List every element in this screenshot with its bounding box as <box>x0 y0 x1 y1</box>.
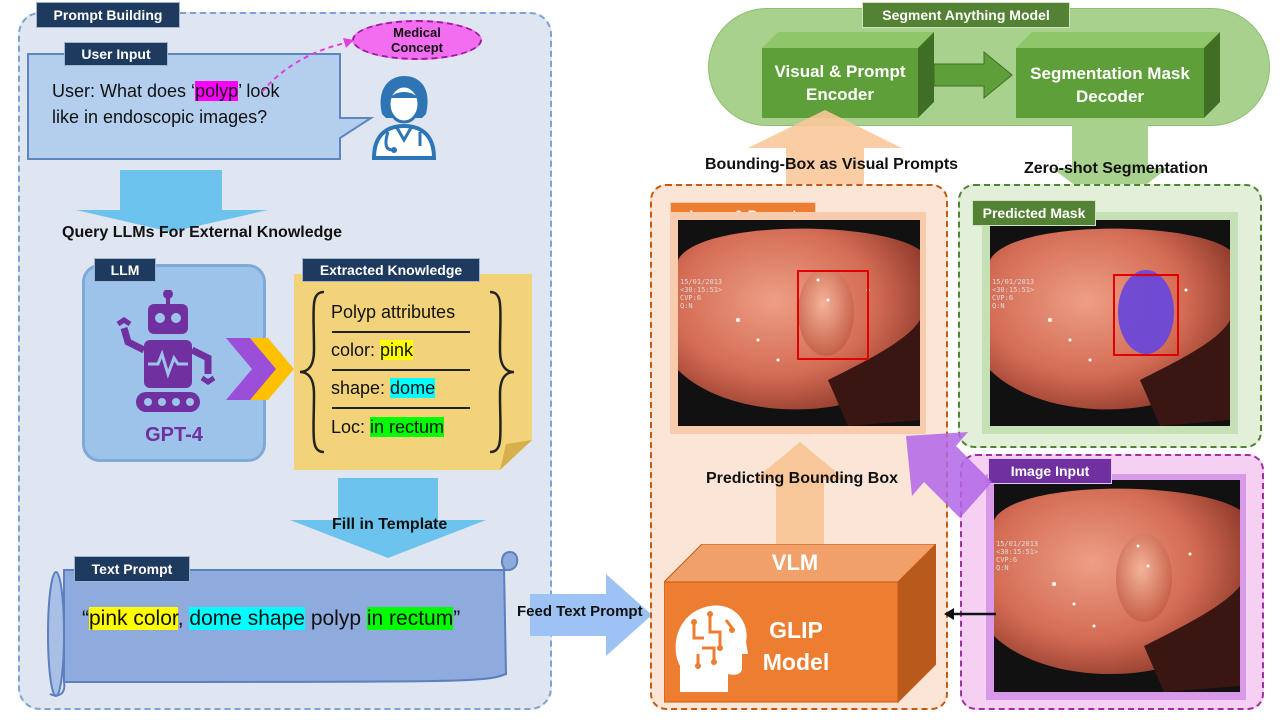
user-input-callout <box>27 53 375 160</box>
overlay-line: 15/01/2013 <box>992 278 1035 286</box>
polyp-highlight: polyp <box>195 81 239 101</box>
overlay-line: <30:15:51> <box>992 286 1035 294</box>
knowledge-title: Polyp attributes <box>331 302 456 322</box>
query-llms-label: Query LLMs For External Knowledge <box>62 224 343 241</box>
input-to-vlm-arrow <box>944 608 996 620</box>
knowledge-value: dome <box>390 378 436 398</box>
encoder-to-decoder-arrow <box>933 50 1013 100</box>
user-query-line2: like in endoscopic images? <box>52 107 268 127</box>
doctor-icon <box>371 76 437 160</box>
overlay-text: 15/01/2013 <30:15:51> CVP:6 Q:N <box>996 540 1038 572</box>
prompt-color-part: pink color <box>89 607 178 630</box>
overlay-line: CVP:6 <box>996 556 1018 564</box>
overlay-line: Q:N <box>680 302 693 310</box>
endoscopy-image-mask: 15/01/2013 <30:15:51> CVP:6 Q:N <box>990 220 1230 426</box>
knowledge-value: pink <box>380 340 414 360</box>
gpt4-label: GPT-4 <box>145 424 203 446</box>
overlay-text: 15/01/2013 <30:15:51> CVP:6 Q:N <box>992 278 1034 310</box>
brain-head-icon <box>675 605 748 692</box>
user-query-prefix: User: What does ‘ <box>52 81 196 101</box>
prompt-shape-part: dome shape <box>189 607 305 630</box>
overlay-line: Q:N <box>992 302 1005 310</box>
decoder-line1: Segmentation Mask <box>1030 64 1190 83</box>
predicted-mask-tag: Predicted Mask <box>972 200 1096 226</box>
knowledge-divider <box>332 369 470 371</box>
overlay-line: <30:15:51> <box>680 286 723 294</box>
prompt-location-part: in rectum <box>366 607 454 630</box>
overlay-text: 15/01/2013 <30:15:51> CVP:6 Q:N <box>680 278 722 310</box>
close-quote: ” <box>453 607 461 630</box>
overlay-line: Q:N <box>996 564 1009 572</box>
medical-concept-ellipse: Medical Concept <box>352 20 482 60</box>
endoscopy-image-input: 15/01/2013 <30:15:51> CVP:6 Q:N <box>994 480 1240 692</box>
open-quote: “ <box>82 607 89 630</box>
fill-template-arrow <box>290 478 486 558</box>
predict-bbox-arrow <box>754 442 846 544</box>
user-query-suffix: ’ look <box>238 81 280 101</box>
knowledge-key: color: <box>331 340 381 360</box>
glip-line2: Model <box>762 649 830 675</box>
image-input-arrow <box>906 432 992 518</box>
knowledge-note <box>294 274 532 470</box>
prompt-object: polyp <box>304 607 367 630</box>
extracted-knowledge-tag: Extracted Knowledge <box>302 258 480 282</box>
encoder-line2: Encoder <box>805 85 875 104</box>
bbox-visual-prompts-label: Bounding-Box as Visual Prompts <box>705 156 959 173</box>
encoder-block <box>762 32 934 118</box>
feed-prompt-arrow <box>530 574 652 656</box>
knowledge-row-shape: shape: dome <box>331 378 436 399</box>
feed-text-prompt-label: Feed Text Prompt <box>517 603 643 620</box>
prompt-building-tag: Prompt Building <box>36 2 180 28</box>
vlm-title: VLM <box>771 550 819 575</box>
glip-model-label: GLIP Model <box>744 614 848 678</box>
medical-concept-label: Medical Concept <box>391 25 443 55</box>
left-brace-icon <box>299 290 325 454</box>
knowledge-key: shape: <box>331 378 391 398</box>
glip-line1: GLIP <box>769 617 823 643</box>
zero-shot-label: Zero-shot Segmentation <box>1024 160 1209 177</box>
knowledge-value: in rectum <box>370 417 445 437</box>
overlay-line: 15/01/2013 <box>680 278 723 286</box>
image-input-tag: Image Input <box>988 458 1112 484</box>
encoder-label: Visual & Prompt Encoder <box>762 60 918 106</box>
overlay-line: <30:15:51> <box>996 548 1039 556</box>
decoder-block <box>1016 32 1220 118</box>
knowledge-key: Loc: <box>331 417 371 437</box>
encoder-line1: Visual & Prompt <box>774 62 906 81</box>
text-prompt-tag: Text Prompt <box>74 556 190 582</box>
prompt-separator: , <box>177 607 190 630</box>
llm-tag: LLM <box>94 258 156 282</box>
overlay-line: CVP:6 <box>992 294 1014 302</box>
decoder-label: Segmentation Mask Decoder <box>1016 62 1204 108</box>
bounding-box <box>797 270 869 360</box>
knowledge-row-loc: Loc: in rectum <box>331 417 445 438</box>
knowledge-divider <box>332 407 470 409</box>
chevron-arrow-icon <box>226 338 294 400</box>
right-brace-icon <box>489 290 515 454</box>
decoder-line2: Decoder <box>1075 87 1145 106</box>
sam-tag: Segment Anything Model <box>862 2 1070 28</box>
user-query-text: User: What does ‘polyp’ look like in end… <box>52 78 279 130</box>
endoscopy-image-prompt: 15/01/2013 <30:15:51> CVP:6 Q:N <box>678 220 920 426</box>
user-input-tag: User Input <box>64 42 168 66</box>
robot-icon <box>116 290 216 412</box>
predicting-bbox-label: Predicting Bounding Box <box>706 470 898 487</box>
knowledge-row-color: color: pink <box>331 340 414 361</box>
query-arrow <box>76 170 268 232</box>
overlay-line: CVP:6 <box>680 294 702 302</box>
mask-bounding-box <box>1113 274 1179 356</box>
concept-link-curve <box>261 38 354 93</box>
overlay-line: 15/01/2013 <box>996 540 1039 548</box>
text-prompt-content: “pink color, dome shape polyp in rectum” <box>82 607 460 631</box>
knowledge-divider <box>332 331 470 333</box>
fill-template-label: Fill in Template <box>332 516 448 533</box>
